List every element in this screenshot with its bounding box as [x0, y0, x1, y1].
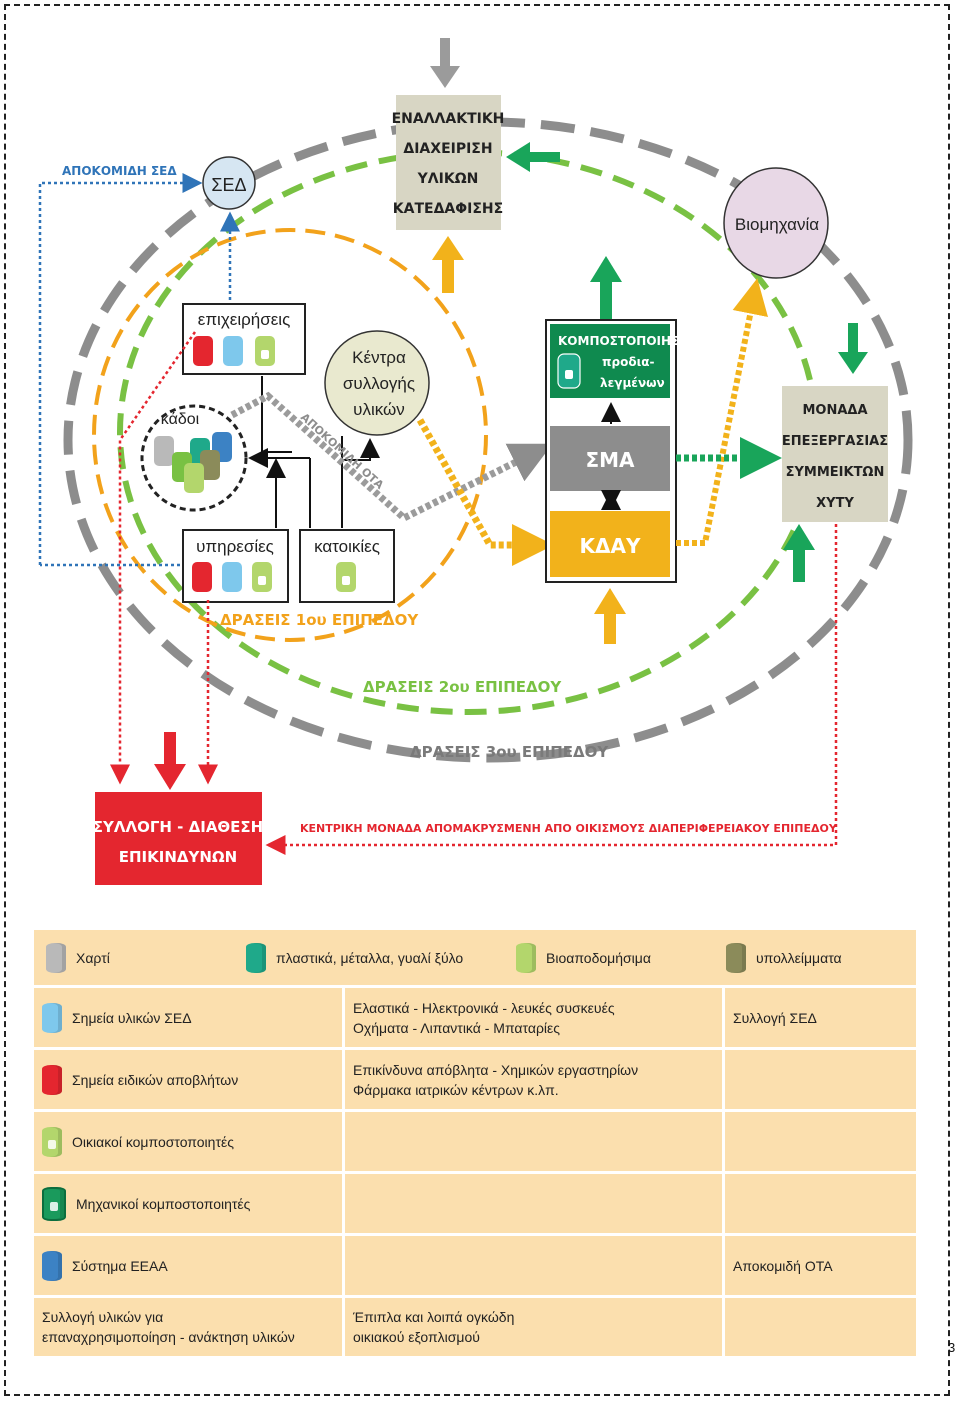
svg-text:ΣΥΛΛΟΓΗ - ΔΙΑΘΕΣΗ: ΣΥΛΛΟΓΗ - ΔΙΑΘΕΣΗ [93, 818, 263, 836]
svg-text:υλικών: υλικών [353, 400, 405, 419]
legend-residuals: υπολλείμματα [726, 942, 842, 973]
svg-text:ΣΥΜΜΕΙΚΤΩΝ: ΣΥΜΜΕΙΚΤΩΝ [786, 465, 885, 480]
legend-row-mech-composters: Μηχανικοί κομποστοποιητές [34, 1174, 916, 1236]
svg-text:επιχειρήσεις: επιχειρήσεις [198, 310, 291, 329]
legend-paper: Χαρτί [46, 942, 246, 973]
green-up-arrow-3-icon [783, 524, 815, 550]
composting-box: ΚΟΜΠΟΣΤΟΠΟΙΗΣΗ προδια- λεγμένων [550, 324, 689, 398]
page-number: 3 [948, 1340, 956, 1355]
green-left-arrow-icon [506, 142, 530, 172]
sed-removal-label: ΑΠΟΚΟΜΙΔΗ ΣΕΔ [62, 164, 177, 178]
waste-management-diagram: ΔΡΑΣΕΙΣ 1ου ΕΠΙΠΕΔΟΥ ΔΡΑΣΕΙΣ 2ου ΕΠΙΠΕΔΟ… [38, 38, 913, 885]
svg-text:ΚΟΜΠΟΣΤΟΠΟΙΗΣΗ: ΚΟΜΠΟΣΤΟΠΟΙΗΣΗ [558, 334, 689, 348]
legend-row-eeaa: Σύστημα ΕΕΑΑ Αποκομιδή ΟΤΑ [34, 1236, 916, 1298]
level1-label: ΔΡΑΣΕΙΣ 1ου ΕΠΙΠΕΔΟΥ [220, 611, 419, 629]
services-box: υπηρεσίες [182, 529, 289, 603]
svg-text:Κέντρα: Κέντρα [352, 348, 406, 367]
svg-text:συλλογής: συλλογής [343, 374, 415, 393]
collection-center-circle [324, 330, 430, 436]
level3-ring [63, 117, 913, 763]
households-box: κατοικίες [299, 529, 395, 603]
teal-bin-icon [246, 942, 266, 973]
svg-text:ΕΠΙΚΙΝΔΥΝΩΝ: ΕΠΙΚΙΝΔΥΝΩΝ [119, 848, 237, 866]
ota-removal-line [230, 391, 553, 523]
green-up-arrow-icon [590, 256, 622, 282]
alt-management-box: ΕΝΑΛΛΑΚΤΙΚΗ ΔΙΑΧΕΙΡΙΣΗ ΥΛΙΚΩΝ ΚΑΤΕΔΑΦΙΣΗ… [392, 95, 505, 230]
legend-top-row: Χαρτί πλαστικά, μέταλλα, γυαλί ξύλο Βιοα… [34, 930, 916, 988]
lightgreen-bin-icon [516, 942, 536, 973]
level1-ring [92, 228, 488, 642]
svg-text:ΔΙΑΧΕΙΡΙΣΗ: ΔΙΑΧΕΙΡΙΣΗ [403, 141, 492, 157]
olive-bin-icon [726, 942, 746, 973]
bins-label: κάδοι [161, 411, 200, 428]
kday-box [550, 511, 670, 577]
svg-text:ΥΛΙΚΩΝ: ΥΛΙΚΩΝ [417, 171, 479, 187]
legend-row-home-composters: Οικιακοί κομποστοποιητές [34, 1112, 916, 1174]
grey-bin-icon [46, 942, 66, 973]
central-unit-label: ΚΕΝΤΡΙΚΗ ΜΟΝΑΔΑ ΑΠΟΜΑΚΡΥΣΜΕΝΗ ΑΠΟ ΟΙΚΙΣΜ… [300, 822, 838, 835]
svg-text:προδια-: προδια- [602, 355, 654, 369]
red-down-arrow-icon [154, 764, 186, 790]
green-down-arrow-icon [838, 352, 868, 374]
svg-text:κατοικίες: κατοικίες [314, 537, 380, 556]
businesses-box: επιχειρήσεις [182, 303, 306, 375]
home-composter-icon [42, 1126, 62, 1157]
blue-bin-icon [42, 1250, 62, 1281]
legend-row-special: Σημεία ειδικών αποβλήτων Επικίνδυνα απόβ… [34, 1050, 916, 1112]
sed-label: ΣΕΔ [211, 175, 246, 195]
sma-label: ΣΜΑ [585, 448, 635, 472]
legend-table: Χαρτί πλαστικά, μέταλλα, γυαλί ξύλο Βιοα… [34, 930, 916, 1356]
kday-label: ΚΔΑΥ [580, 534, 641, 558]
yellow-up-arrow-icon [432, 236, 464, 260]
page-frame [4, 4, 950, 1396]
svg-text:ΧΥΤΥ: ΧΥΤΥ [816, 496, 854, 511]
svg-text:ΕΠΕΞΕΡΓΑΣΙΑΣ: ΕΠΕΞΕΡΓΑΣΙΑΣ [782, 434, 888, 449]
industry-label: Βιομηχανία [735, 215, 819, 234]
mechanical-composter-icon [42, 1186, 66, 1221]
level3-label: ΔΡΑΣΕΙΣ 3ου ΕΠΙΠΕΔΟΥ [410, 743, 609, 761]
svg-text:ΚΑΤΕΔΑΦΙΣΗΣ: ΚΑΤΕΔΑΦΙΣΗΣ [393, 201, 503, 217]
svg-text:ΜΟΝΑΔΑ: ΜΟΝΑΔΑ [802, 403, 867, 418]
legend-biodegradable: Βιοαποδομήσιμα [516, 942, 726, 973]
sed-removal-line [38, 173, 203, 565]
level2-label: ΔΡΑΣΕΙΣ 2ου ΕΠΙΠΕΔΟΥ [363, 678, 562, 696]
yellow-up-arrow-2-icon [594, 588, 626, 614]
lightblue-bin-icon [42, 1002, 62, 1033]
processing-unit-box: ΜΟΝΑΔΑ ΕΠΕΞΕΡΓΑΣΙΑΣ ΣΥΜΜΕΙΚΤΩΝ ΧΥΤΥ [782, 386, 888, 522]
grey-down-arrow-icon [430, 66, 460, 88]
legend-row-sed: Σημεία υλικών ΣΕΔ Ελαστικά - Ηλεκτρονικά… [34, 988, 916, 1050]
red-bin-icon [42, 1064, 62, 1095]
svg-text:ΕΝΑΛΛΑΚΤΙΚΗ: ΕΝΑΛΛΑΚΤΙΚΗ [392, 111, 505, 127]
svg-text:υπηρεσίες: υπηρεσίες [196, 537, 274, 556]
legend-plastics: πλαστικά, μέταλλα, γυαλί ξύλο [246, 942, 516, 973]
sed-circle [202, 156, 256, 210]
svg-text:λεγμένων: λεγμένων [600, 376, 665, 390]
sma-box [550, 426, 670, 491]
industry-circle [723, 167, 829, 279]
hazardous-collection-box: ΣΥΛΛΟΓΗ - ΔΙΑΘΕΣΗ ΕΠΙΚΙΝΔΥΝΩΝ [93, 792, 263, 885]
